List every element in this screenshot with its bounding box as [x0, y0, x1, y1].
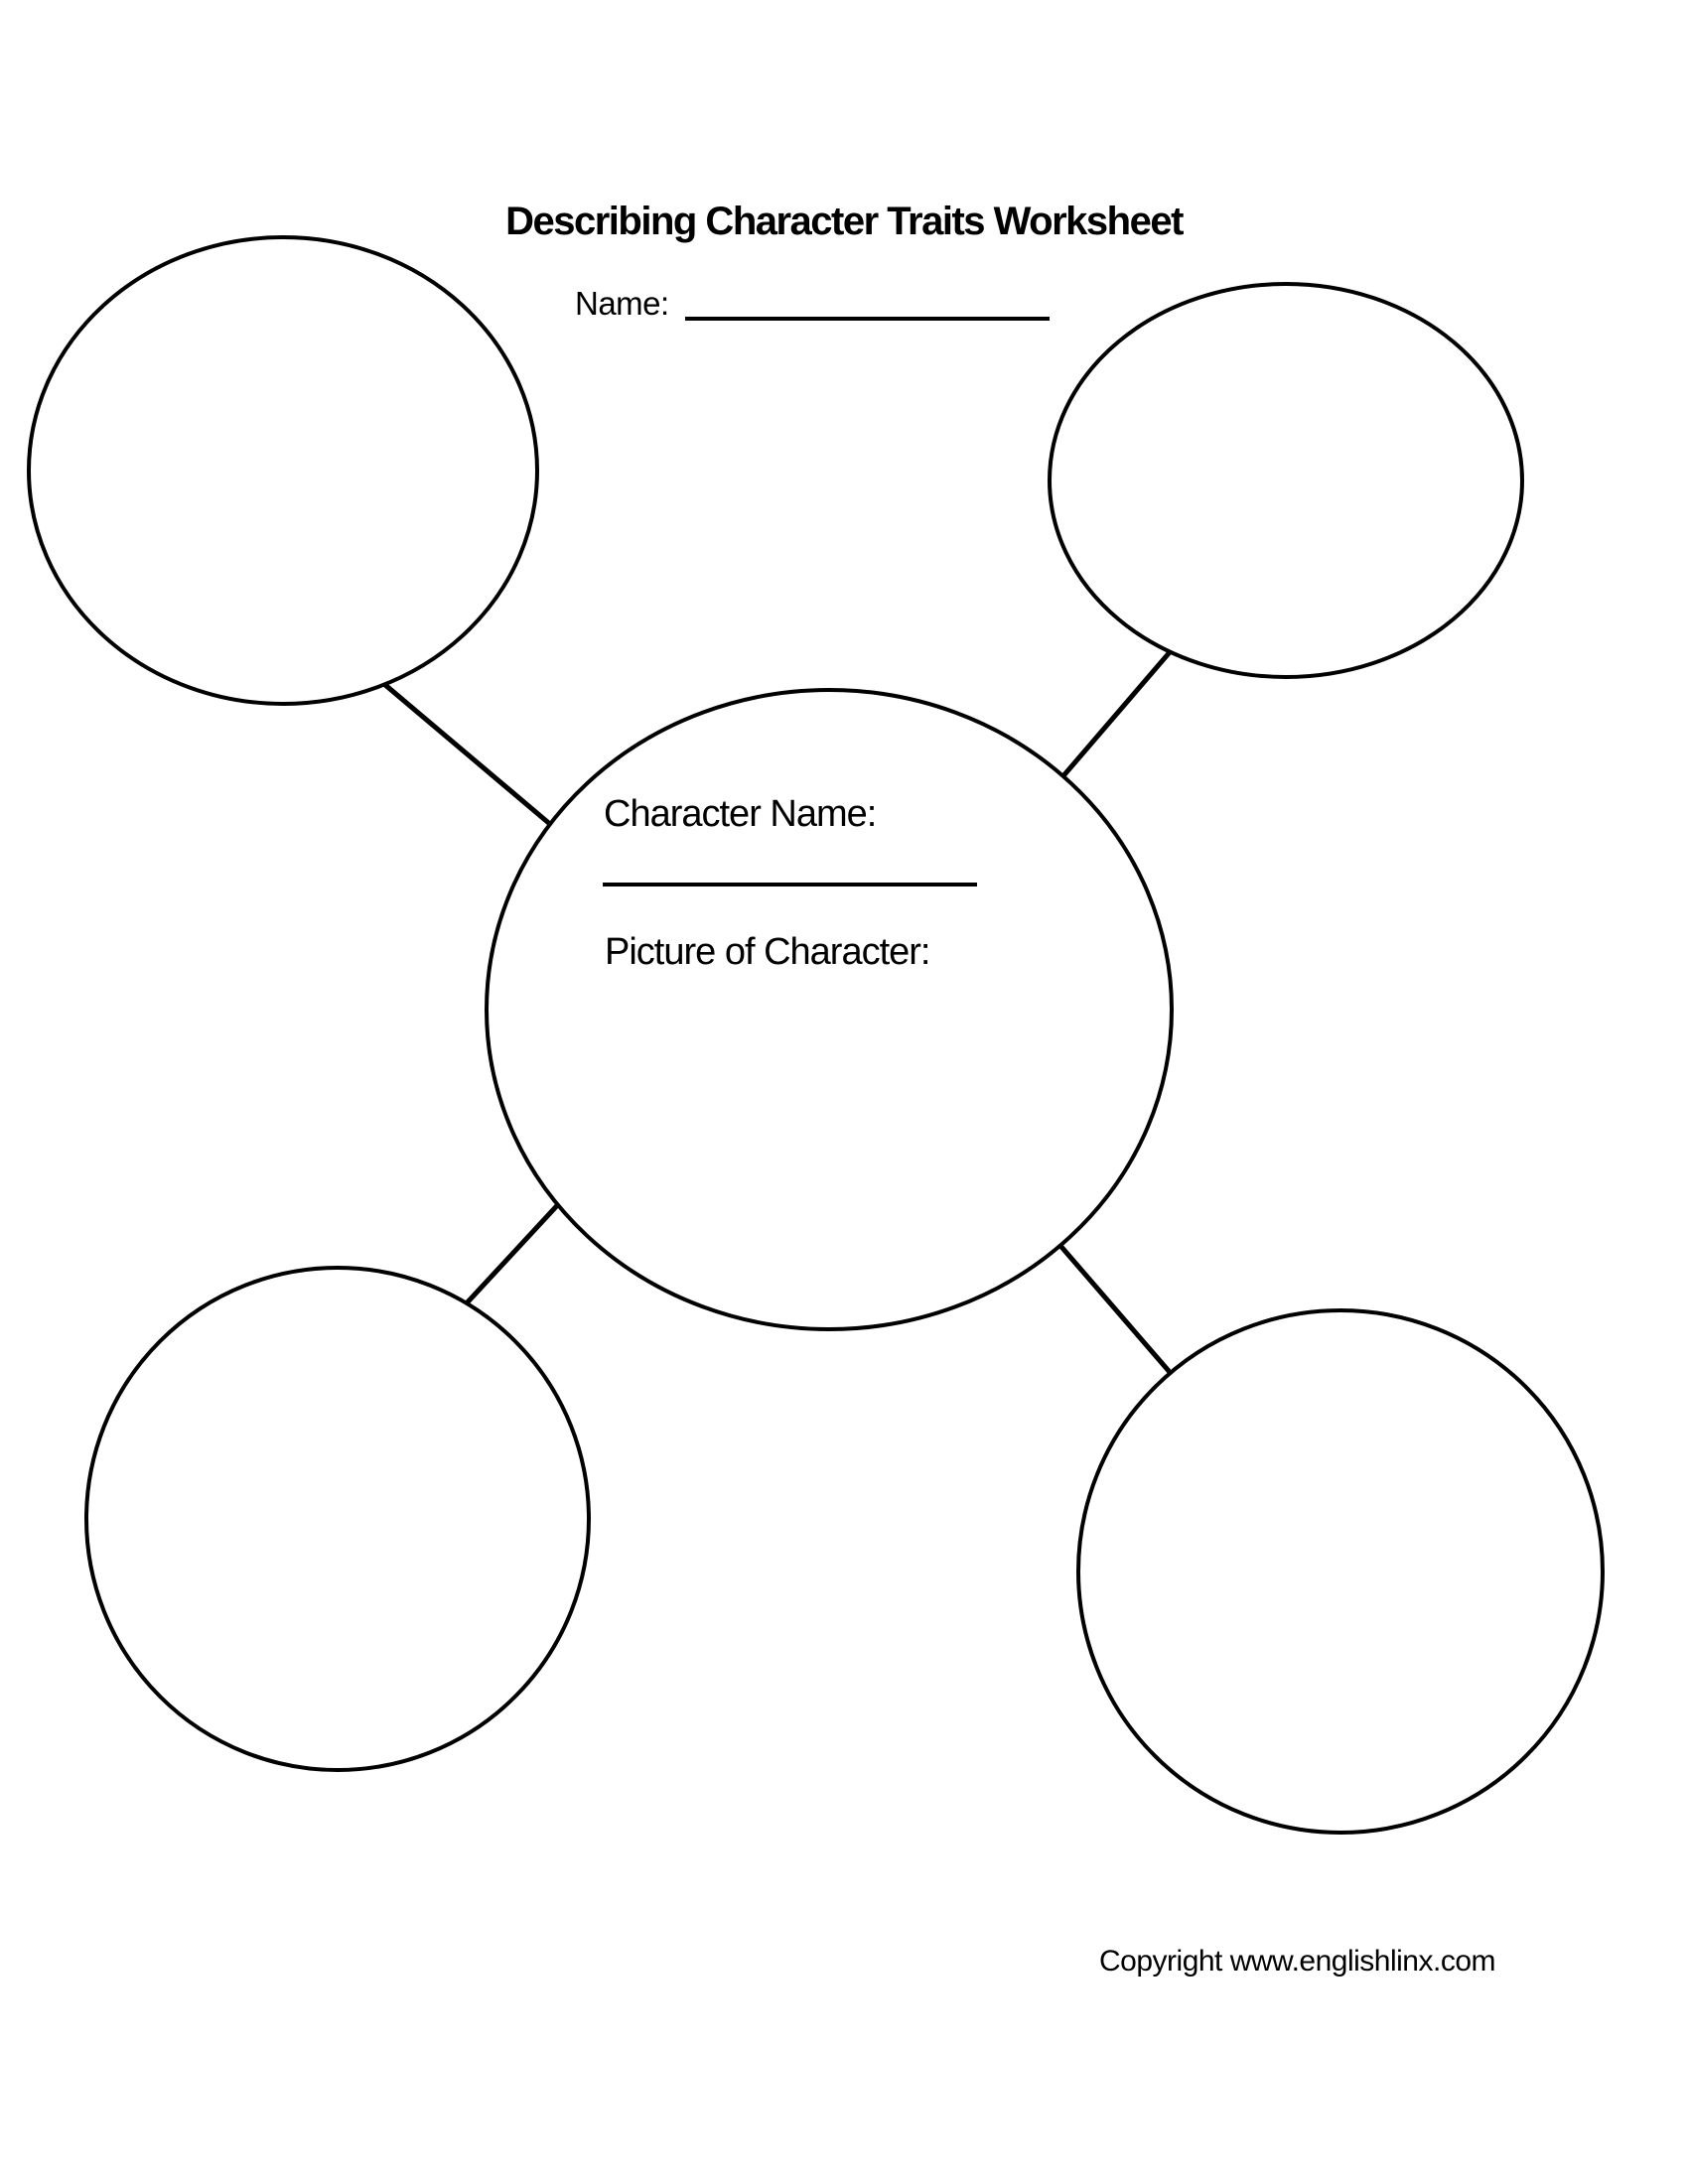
picture-of-character-label: Picture of Character: [605, 931, 930, 973]
character-circle [485, 688, 1174, 1331]
trait-circle-top-left[interactable] [27, 235, 539, 706]
trait-circle-top-right[interactable] [1048, 282, 1524, 679]
copyright-text: Copyright www.englishlinx.com [1099, 1945, 1496, 1978]
trait-circle-bottom-right[interactable] [1076, 1308, 1605, 1835]
student-name-label: Name: [575, 285, 669, 322]
connector-top-left [356, 660, 567, 839]
connector-top-right [1052, 642, 1179, 789]
character-name-fill-line[interactable] [603, 883, 977, 887]
page-title: Describing Character Traits Worksheet [505, 200, 1184, 243]
student-name-fill-line[interactable] [685, 317, 1050, 321]
character-name-label: Character Name: [604, 793, 877, 835]
connector-bottom-right [1040, 1222, 1191, 1396]
connector-bottom-left [447, 1183, 578, 1324]
trait-circle-bottom-left[interactable] [84, 1266, 591, 1772]
